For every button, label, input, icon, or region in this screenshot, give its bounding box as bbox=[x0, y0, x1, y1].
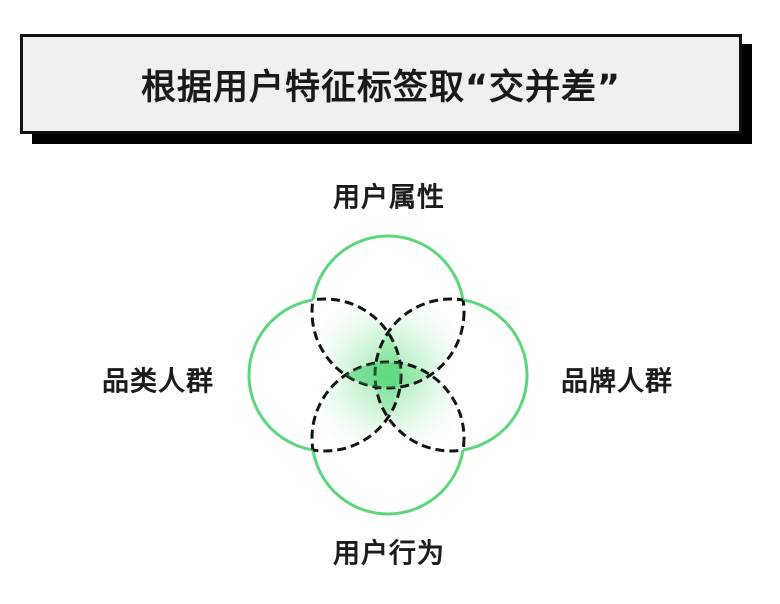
set-circles-dashed bbox=[310, 297, 466, 453]
dashed-arc-top bbox=[310, 299, 466, 390]
label-user-attributes: 用户属性 bbox=[333, 182, 445, 214]
label-category-audience: 品类人群 bbox=[102, 366, 214, 398]
title-box: 根据用户特征标签取“交并差” bbox=[20, 34, 742, 134]
label-user-behavior: 用户行为 bbox=[333, 538, 445, 570]
dashed-arc-left bbox=[312, 297, 403, 453]
dashed-arc-right bbox=[373, 297, 464, 453]
dashed-arc-bottom bbox=[310, 360, 466, 451]
page-title: 根据用户特征标签取“交并差” bbox=[140, 67, 621, 108]
label-brand-audience: 品牌人群 bbox=[561, 366, 673, 398]
